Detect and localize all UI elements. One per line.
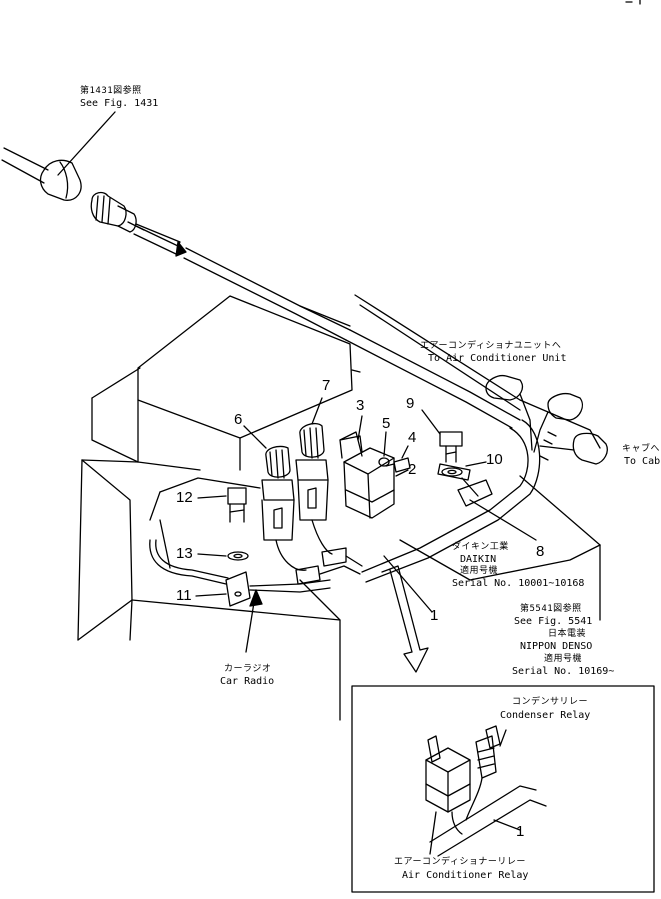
washer-10 bbox=[441, 467, 463, 477]
denso-serial: Serial No. 10169~ bbox=[512, 666, 615, 677]
part-number-10: 10 bbox=[486, 451, 503, 468]
machine-body bbox=[77, 294, 601, 721]
bracket-3 bbox=[339, 431, 363, 457]
leader-8 bbox=[469, 499, 537, 541]
daikin-serial: Serial No. 10001~10168 bbox=[452, 578, 585, 589]
to-ac-unit-en: To Air Conditioner Unit bbox=[428, 353, 567, 364]
relay-2 bbox=[339, 435, 409, 519]
fig1431-ref-jp: 第1431図参照 bbox=[80, 86, 142, 96]
daikin-jp: ダイキン工業 bbox=[452, 542, 509, 552]
part-number-4: 4 bbox=[408, 429, 417, 446]
leader-11 bbox=[195, 593, 227, 597]
denso-jp: 日本電装 bbox=[548, 629, 587, 639]
denso-en: NIPPON DENSO bbox=[520, 641, 593, 652]
condenser-relay-jp: コンデンサリレー bbox=[512, 697, 589, 707]
leader-7 bbox=[311, 397, 323, 425]
light-wiring bbox=[275, 519, 363, 585]
inset-frame bbox=[351, 685, 655, 893]
fig5541-ref-en: See Fig. 5541 bbox=[514, 616, 593, 627]
leader-3 bbox=[357, 415, 363, 441]
ac-unit-connectors bbox=[485, 374, 608, 465]
washer-5 bbox=[378, 457, 390, 467]
to-cab-en: To Cab bbox=[624, 456, 661, 467]
leader-13 bbox=[197, 553, 227, 557]
rubber-boot bbox=[39, 159, 82, 201]
to-ac-unit-jp: エアーコンディショナユニットへ bbox=[420, 341, 562, 351]
daikin-en: DAIKIN bbox=[460, 554, 497, 565]
condenser-relay-en: Condenser Relay bbox=[500, 710, 591, 721]
car-radio-arrow bbox=[245, 589, 263, 653]
part-number-9: 9 bbox=[406, 395, 415, 412]
bolt-4 bbox=[385, 457, 411, 473]
part-number-6: 6 bbox=[234, 411, 243, 428]
part-number-2: 2 bbox=[408, 461, 417, 478]
fig1431-ref-en: See Fig. 1431 bbox=[80, 98, 159, 109]
leader-4 bbox=[401, 445, 409, 459]
radio-cable bbox=[149, 539, 331, 593]
leader-12 bbox=[197, 495, 227, 499]
part-number-5: 5 bbox=[382, 415, 391, 432]
leader-5 bbox=[383, 431, 387, 457]
clamp-8 bbox=[437, 463, 471, 481]
hood-cover bbox=[91, 295, 361, 471]
ac-relay-jp: エアーコンディショナーリレー bbox=[394, 857, 526, 867]
car-radio-jp: カーラジオ bbox=[224, 664, 272, 674]
light-7 bbox=[295, 422, 329, 521]
leader-9 bbox=[421, 409, 441, 435]
to-cab-jp: キャブへ bbox=[622, 444, 661, 454]
left-cable bbox=[1, 147, 49, 184]
part-number-1: 1 bbox=[430, 607, 439, 624]
washer-13 bbox=[227, 551, 249, 561]
clamp-11 bbox=[225, 571, 251, 607]
daikin-applies-jp: 適用号機 bbox=[460, 566, 499, 576]
bolt-12 bbox=[227, 487, 247, 523]
part-number-12: 12 bbox=[176, 489, 193, 506]
leader-line-fig1431 bbox=[57, 111, 116, 176]
view-arrow bbox=[381, 565, 429, 673]
bolt-9 bbox=[439, 431, 463, 463]
ac-relay-en: Air Conditioner Relay bbox=[402, 870, 529, 881]
part-number-3: 3 bbox=[356, 397, 365, 414]
part-number-8: 8 bbox=[536, 543, 545, 560]
part-number-13: 13 bbox=[176, 545, 193, 562]
leader-1 bbox=[383, 555, 433, 613]
inset-part-number-1: 1 bbox=[516, 823, 525, 840]
part-number-11: 11 bbox=[176, 587, 192, 604]
leader-6 bbox=[243, 425, 267, 449]
fig5541-ref-jp: 第5541図参照 bbox=[520, 604, 582, 614]
denso-applies-jp: 適用号機 bbox=[544, 654, 583, 664]
page-corner-mark bbox=[625, 0, 641, 5]
light-6 bbox=[261, 445, 295, 541]
inset-drawing bbox=[425, 725, 547, 857]
leader-10 bbox=[465, 461, 487, 467]
car-radio-en: Car Radio bbox=[220, 676, 275, 687]
harness-lower bbox=[361, 419, 541, 583]
part-number-7: 7 bbox=[322, 377, 331, 394]
